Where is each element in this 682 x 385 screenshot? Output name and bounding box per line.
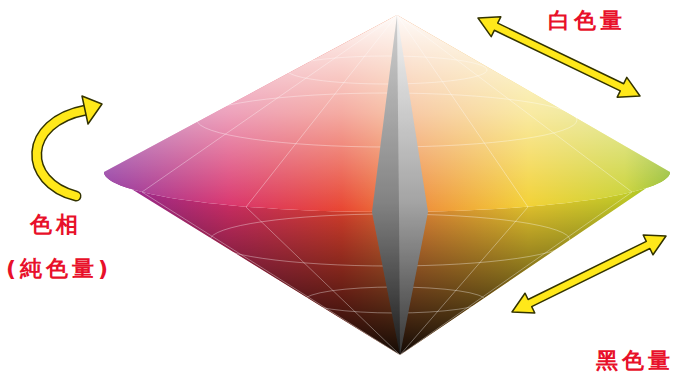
hue-curved-arrow [37,96,102,196]
hue-label: 色相 [30,212,82,238]
gray-axis-wedge [372,15,428,355]
black-amount-arrow [512,235,666,313]
white-amount-label: 白色量 [548,8,626,34]
grid-lines [142,15,632,355]
black-amount-label: 黑色量 [596,348,674,374]
pure-color-amount-label: (純色量) [6,256,112,282]
